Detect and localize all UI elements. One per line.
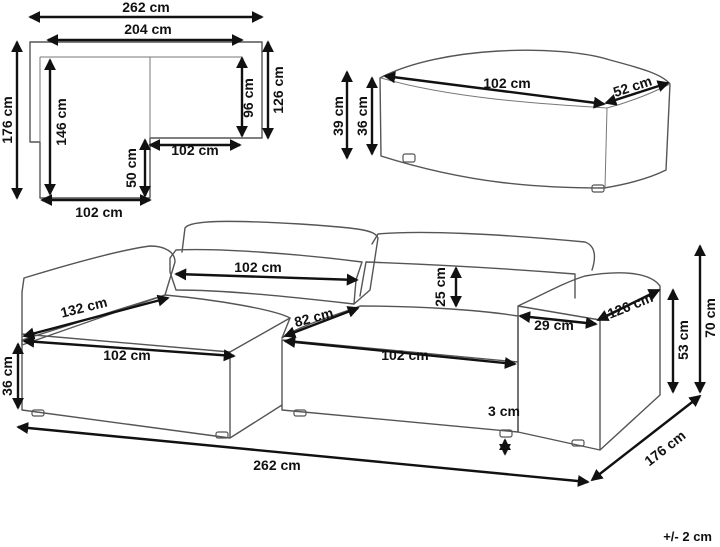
dim-label-total-height: 70 cm — [702, 298, 718, 338]
dim-label-top-total-width: 262 cm — [122, 0, 169, 15]
chaise-front — [21, 317, 291, 439]
dim-label-top-bottom-width: 102 cm — [75, 204, 122, 220]
ottoman: 102 cm 52 cm 39 cm 36 cm — [330, 49, 671, 193]
dim-label-armrest-depth: 126 cm — [605, 289, 655, 322]
dim-label-ottoman-depth: 52 cm — [611, 73, 654, 100]
dim-line-total-width — [16, 422, 590, 487]
dim-line-seat-depth — [283, 306, 360, 338]
top-view-inner-seat — [39, 56, 243, 142]
ottoman-body — [379, 49, 671, 189]
dim-line-ottoman-depth — [604, 80, 670, 106]
dim-label-top-step-depth: 50 cm — [123, 148, 139, 188]
dim-label-top-chaise-width: 102 cm — [171, 142, 218, 158]
dim-label-total-depth: 176 cm — [641, 427, 688, 469]
dim-label-left-seat-width: 102 cm — [103, 347, 150, 363]
dim-label-leg-height: 3 cm — [488, 403, 520, 419]
dim-label-back-cushion-height: 25 cm — [432, 267, 448, 307]
sofa: 102 cm 25 cm 132 cm 82 cm 102 cm 102 cm … — [0, 220, 718, 487]
dim-label-top-seat-depth: 96 cm — [240, 78, 256, 118]
ottoman-foot-right — [591, 184, 605, 193]
ottoman-foot-left — [402, 153, 416, 163]
back-cushion-right — [359, 261, 576, 299]
dim-label-armrest-height: 53 cm — [675, 320, 691, 360]
dim-label-ottoman-height-inner: 36 cm — [354, 96, 370, 136]
dim-label-top-total-depth: 176 cm — [0, 96, 15, 143]
dim-label-seat-height: 36 cm — [0, 356, 15, 396]
dim-line-chaise-length — [22, 294, 170, 340]
leg-front-left — [31, 409, 45, 417]
dim-label-top-chaise-depth: 146 cm — [53, 98, 69, 145]
dim-label-ottoman-width: 102 cm — [483, 75, 530, 91]
back-cushion-left — [169, 248, 363, 305]
dim-line-ottoman-width — [383, 71, 606, 109]
top-view: 262 cm 204 cm 176 cm 146 cm 96 cm 126 cm… — [0, 0, 286, 220]
dim-line-total-depth — [590, 394, 702, 482]
left-armrest — [21, 245, 176, 346]
dim-label-armrest-width: 29 cm — [534, 317, 574, 333]
dim-label-ottoman-height-outer: 39 cm — [330, 96, 346, 136]
dim-line-left-seat-width — [22, 335, 236, 362]
backrest-right — [371, 231, 596, 271]
dim-label-right-seat-width: 102 cm — [381, 347, 428, 363]
dim-label-top-right-depth: 126 cm — [270, 66, 286, 113]
dim-label-top-inner-width: 204 cm — [124, 21, 171, 37]
dim-line-armrest-width — [518, 311, 598, 329]
dim-line-right-seat-width — [283, 336, 517, 369]
dim-label-total-width: 262 cm — [253, 457, 300, 473]
leg-right-seat-left — [293, 409, 307, 417]
backrest-left — [181, 220, 379, 305]
dim-label-back-cushion-width: 102 cm — [234, 259, 281, 275]
tolerance-note: +/- 2 cm — [663, 529, 712, 544]
dim-line-armrest-depth — [596, 288, 661, 322]
dim-line-back-cushion-width — [174, 268, 359, 286]
